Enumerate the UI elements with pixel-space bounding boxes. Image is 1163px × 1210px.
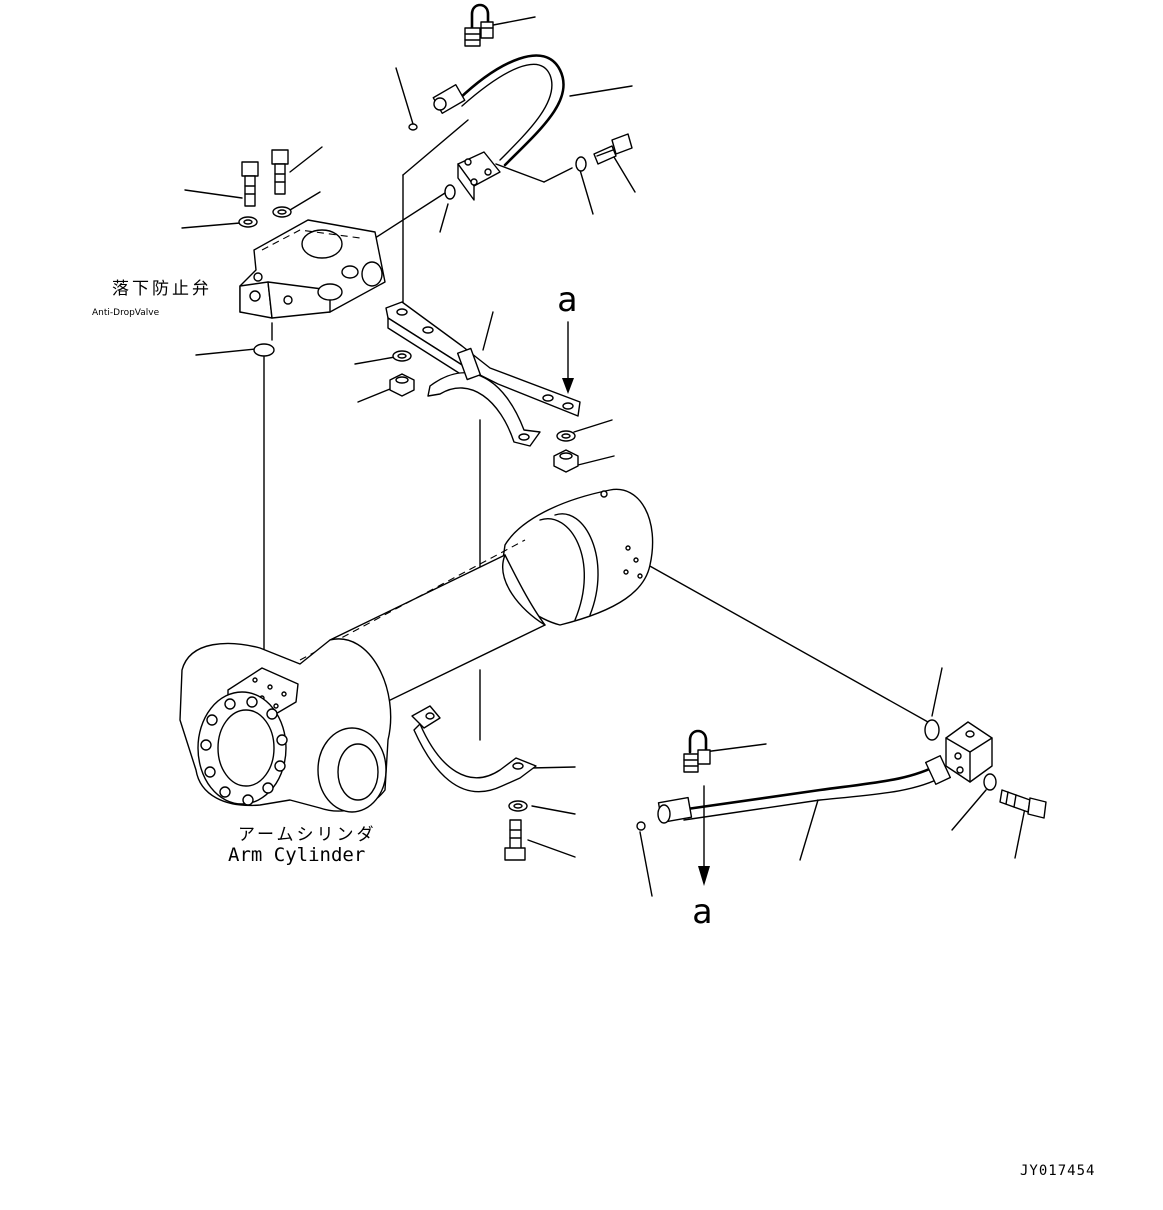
bolt-circle bbox=[200, 696, 288, 806]
lower-hose bbox=[657, 721, 993, 824]
arm-cylinder bbox=[179, 488, 654, 813]
drawing-code: JY017454 bbox=[1020, 1163, 1096, 1179]
anti-drop-valve-label-en: Anti-DropValve bbox=[92, 308, 160, 318]
valve-o-ring bbox=[253, 343, 275, 357]
connector-label-top: a bbox=[557, 280, 578, 320]
washer bbox=[575, 156, 587, 172]
connector-label-bottom: a bbox=[692, 892, 713, 932]
top-hose bbox=[432, 3, 565, 201]
o-ring-lower bbox=[924, 719, 940, 741]
washer-lower bbox=[983, 773, 997, 791]
connector-arrows bbox=[562, 378, 710, 886]
upper-clamp-bracket bbox=[385, 301, 581, 447]
anti-drop-valve-label-jp: 落下防止弁 bbox=[112, 279, 212, 299]
bracket-fasteners bbox=[389, 350, 579, 473]
o-ring-small bbox=[408, 123, 418, 131]
lower-clamp bbox=[411, 705, 537, 861]
o-ring-small-lower bbox=[636, 821, 646, 831]
bolt-upper-right bbox=[593, 133, 633, 165]
o-ring bbox=[444, 184, 456, 200]
leader-lines bbox=[181, 16, 1026, 897]
bolt-lower-right bbox=[999, 789, 1047, 819]
arm-cylinder-label-jp: アームシリンダ bbox=[238, 825, 377, 845]
arm-cylinder-label-en: Arm Cylinder bbox=[228, 844, 366, 866]
assembly-lines bbox=[263, 119, 929, 869]
valve-bolts bbox=[238, 149, 292, 228]
anti-drop-valve-body bbox=[239, 219, 386, 319]
